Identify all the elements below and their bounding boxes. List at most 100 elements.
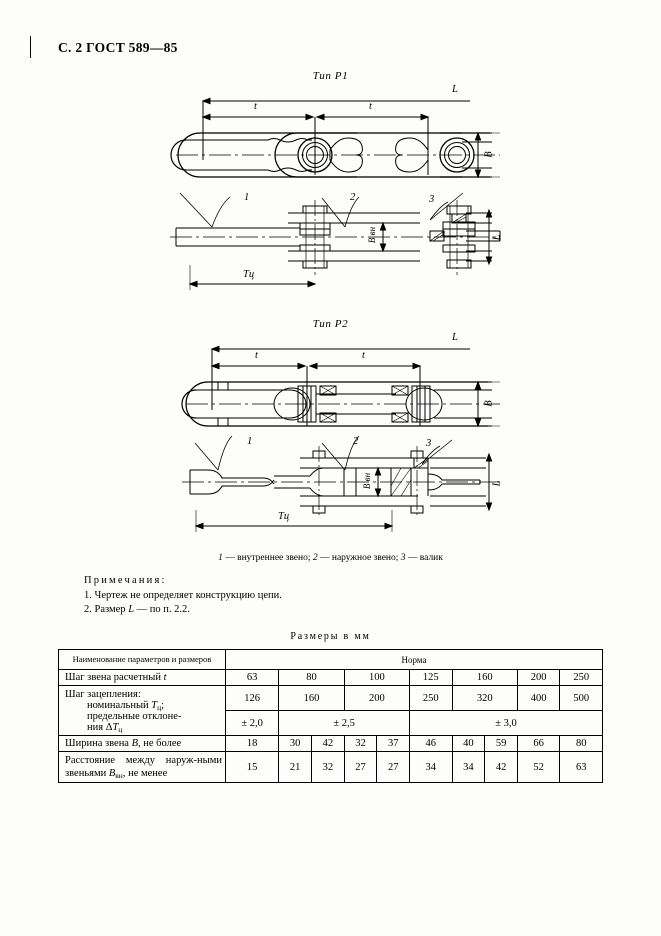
legend-text-3: — валик: [405, 553, 443, 563]
figure-1-callout-1: 1: [244, 192, 250, 203]
legend-text-2: — наружное звено;: [317, 553, 401, 563]
cell-value: ± 3,0: [409, 710, 603, 736]
cell-value: 66: [516, 735, 561, 752]
page-header: С. 2 ГОСТ 589—85: [58, 40, 178, 55]
row-label-step-text: Шаг звена расчетный: [65, 672, 164, 683]
cell-value: 59: [484, 735, 518, 752]
legend-num-2: 2: [312, 553, 318, 563]
cell-value: 30: [278, 735, 312, 752]
cell-value: 80: [559, 735, 603, 752]
figure-2-callout-3: 3: [426, 438, 432, 449]
table-row: Шаг звена расчетный t 63 80 100 125 160 …: [58, 669, 603, 686]
note-2-post: — по п. 2.2.: [134, 604, 190, 615]
note-2-pre: 2. Размер: [84, 604, 129, 615]
figure-1-dim-Tc: Tц: [243, 269, 255, 280]
note-item-1: 1. Чертеж не определяет конструкцию цепи…: [84, 589, 282, 601]
figure-1-dim-B: B: [483, 151, 495, 158]
dimensions-table: Наименование параметров и размеров Норма…: [58, 649, 603, 783]
label-line-4-pre: ния Δ: [87, 721, 113, 733]
table-row: Расстояние между наруж-ными звеньями Bвн…: [58, 751, 603, 783]
label-line-4-var: T: [112, 721, 119, 733]
cell-value: 15: [224, 751, 280, 783]
row-label-width-tail: , не более: [138, 738, 182, 749]
row-label-width: Ширина звена B, не более: [58, 735, 226, 752]
table-row: Шаг зацепления: номинальный Tц; предельн…: [58, 685, 603, 736]
figure-2-callout-1: 1: [247, 436, 253, 447]
row-label-step: Шаг звена расчетный t: [58, 669, 226, 686]
cell-value: 42: [310, 735, 345, 752]
notes-title: Примечания:: [84, 575, 167, 586]
label-line-2-sub: ц: [157, 702, 162, 712]
figure-1-dim-L: L: [452, 84, 458, 95]
figure-2-dim-t2: t: [362, 350, 365, 361]
figure-legend: 1 — внутреннее звено; 2 — наружное звено…: [0, 553, 661, 563]
notes-block: Примечания: 1. Чертеж не определяет конс…: [84, 574, 282, 618]
figure-2-dim-L: L: [452, 332, 458, 343]
cell-value: 126: [224, 685, 280, 711]
legend-text-1: — внутреннее звено;: [222, 553, 313, 563]
figure-2-dim-B: B: [483, 400, 495, 407]
header-cell-norm: Норма: [225, 649, 603, 670]
figure-1-dim-t2: t: [369, 101, 372, 112]
row-label-distance-sub: вн: [115, 771, 123, 780]
figure-1-dim-t1: t: [254, 101, 257, 112]
row-label-distance-var: B: [108, 768, 116, 779]
cell-value: 250: [409, 685, 453, 711]
row-label-distance-pre: Расстояние между наруж-ными звеньями: [65, 755, 222, 779]
cell-value: ± 2,0: [224, 710, 280, 736]
cell-value: 34: [451, 751, 486, 783]
note-item-2: 2. Размер L — по п. 2.2.: [84, 603, 282, 618]
figure-2-drawing: [181, 345, 500, 532]
figure-2-dim-Tc: Tц: [278, 511, 290, 522]
label-line-3: предельные отклоне-: [87, 710, 182, 722]
figure-2-dim-L2: L: [491, 480, 503, 487]
figure-1-drawing: [170, 97, 501, 290]
figure-2-title: Тип Р2: [312, 318, 349, 330]
table-header-row: Наименование параметров и размеров Норма: [58, 649, 603, 670]
legend-num-1: 1: [218, 553, 223, 563]
figure-2-dim-Bvn: B вн: [362, 472, 373, 490]
row-label-width-pre: Ширина звена: [65, 738, 132, 749]
cell-value: 160: [451, 669, 518, 686]
cell-value: 250: [559, 669, 603, 686]
cell-value: 37: [376, 735, 411, 752]
row-label-distance: Расстояние между наруж-ными звеньями Bвн…: [58, 751, 226, 783]
figure-1-callout-3: 3: [429, 194, 435, 205]
figure-tip-r2: Тип Р2: [0, 318, 661, 553]
cell-value: 27: [343, 751, 378, 783]
cell-value: 34: [409, 751, 453, 783]
cell-value: 400: [516, 685, 561, 711]
table-row: Ширина звена B, не более 18 30 42 32 37 …: [58, 735, 603, 752]
cell-value: 200: [343, 685, 411, 711]
label-line-2-post: ;: [161, 699, 165, 711]
row-label-width-var: B: [131, 738, 139, 749]
row-label-engagement: Шаг зацепления: номинальный Tц; предельн…: [58, 685, 226, 736]
figure-1-callout-2: 2: [350, 192, 356, 203]
figure-tip-r1: Тип Р1: [0, 70, 661, 310]
cell-value: 100: [343, 669, 411, 686]
table-caption: Размеры в мм: [290, 631, 371, 642]
cell-value: 21: [278, 751, 312, 783]
figure-1-dim-Bvn: B вн: [367, 226, 378, 244]
label-line-2-var: T: [151, 699, 158, 711]
figure-2-callout-2: 2: [353, 436, 359, 447]
row-label-step-var: t: [163, 672, 167, 683]
figure-1-title: Тип Р1: [312, 70, 349, 82]
cell-value: 63: [224, 669, 280, 686]
table-row: ± 2,0 ± 2,5 ± 3,0: [59, 710, 603, 736]
label-line-4-sub: ц: [118, 724, 123, 734]
cell-value: 63: [559, 751, 603, 783]
header-cell-param: Наименование параметров и размеров: [58, 649, 226, 670]
cell-value: 500: [559, 685, 603, 711]
row-label-distance-text: Расстояние между наруж-ными звеньями Bвн…: [65, 754, 222, 780]
figure-1-dim-L2: L: [491, 234, 503, 241]
cell-value: 32: [343, 735, 378, 752]
cell-value: 160: [278, 685, 345, 711]
cell-value: 18: [224, 735, 280, 752]
cell-value: 125: [409, 669, 453, 686]
page-spine-mark: [30, 36, 31, 58]
cell-value: 52: [516, 751, 561, 783]
cell-value: ± 2,5: [278, 710, 411, 736]
legend-num-3: 3: [400, 553, 406, 563]
